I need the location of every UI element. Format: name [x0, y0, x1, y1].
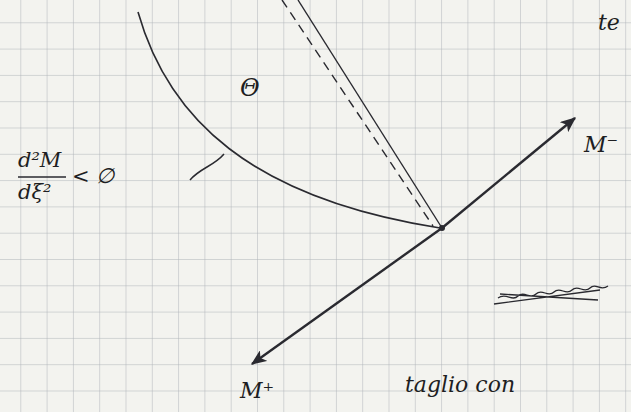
cut-word: te — [598, 12, 620, 34]
angle-symbol: Θ — [240, 76, 260, 100]
moment-label: M⁻ — [584, 134, 618, 156]
formula-inequality: < ∅ — [72, 166, 114, 187]
point-dot — [439, 225, 445, 231]
vector-arrow — [252, 228, 442, 364]
fraction-bar — [18, 176, 66, 178]
tangent-line — [298, 0, 442, 228]
moment-label: M⁺ — [240, 380, 274, 402]
crossed-out-scribble — [494, 286, 608, 304]
dashed-tangent — [282, 0, 433, 226]
note-text: taglio con — [405, 374, 515, 396]
leader-line — [190, 154, 224, 180]
formula-denominator: dξ² — [18, 182, 51, 203]
moment-curve — [138, 12, 440, 228]
vector-arrow — [442, 118, 575, 228]
formula-numerator: d²M — [18, 150, 61, 171]
